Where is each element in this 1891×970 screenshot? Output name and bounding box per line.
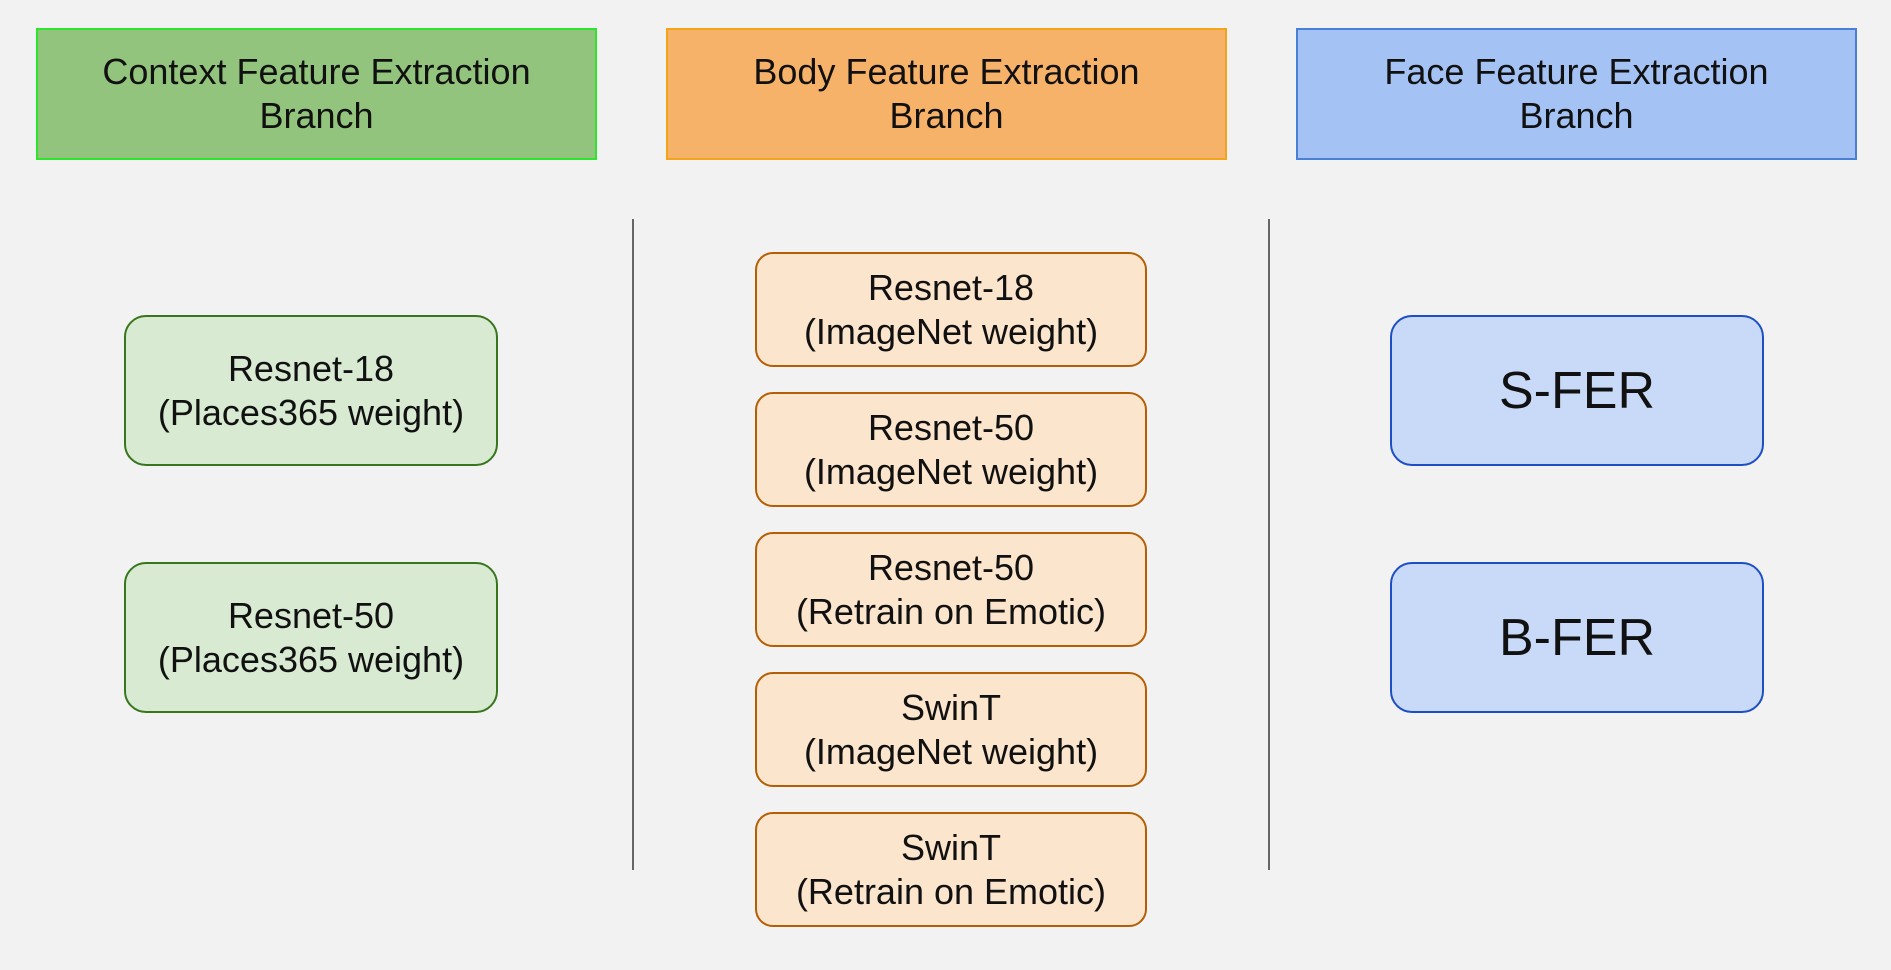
model-name: Resnet-50	[227, 594, 395, 636]
context-model-resnet50: Resnet-50 (Places365 weight)	[124, 562, 498, 713]
model-weight: (ImageNet weight)	[803, 730, 1099, 772]
model-name: Resnet-18	[227, 347, 395, 389]
face-model-s-fer: S-FER	[1390, 315, 1764, 466]
model-name: Resnet-50	[867, 406, 1035, 448]
model-name: B-FER	[1499, 608, 1655, 667]
model-name: Resnet-50	[867, 546, 1035, 588]
context-branch-title-line2: Branch	[259, 95, 374, 136]
model-name: Resnet-18	[867, 266, 1035, 308]
model-name: SwinT	[900, 686, 1002, 728]
body-model-resnet18-imagenet: Resnet-18 (ImageNet weight)	[755, 252, 1147, 367]
model-weight: (ImageNet weight)	[803, 450, 1099, 492]
body-model-swint-emotic: SwinT (Retrain on Emotic)	[755, 812, 1147, 927]
column-divider-left	[632, 219, 634, 870]
face-branch-title-line2: Branch	[1519, 95, 1634, 136]
model-name: SwinT	[900, 826, 1002, 868]
model-weight: (Retrain on Emotic)	[795, 870, 1107, 912]
body-model-resnet50-emotic: Resnet-50 (Retrain on Emotic)	[755, 532, 1147, 647]
context-model-resnet18: Resnet-18 (Places365 weight)	[124, 315, 498, 466]
face-branch-header: Face Feature Extraction Branch	[1296, 28, 1857, 160]
model-weight: (Places365 weight)	[157, 391, 465, 433]
body-branch-header: Body Feature Extraction Branch	[666, 28, 1227, 160]
context-branch-title-line1: Context Feature Extraction	[102, 51, 531, 92]
model-name: S-FER	[1499, 361, 1655, 420]
face-model-b-fer: B-FER	[1390, 562, 1764, 713]
body-model-swint-imagenet: SwinT (ImageNet weight)	[755, 672, 1147, 787]
model-weight: (Retrain on Emotic)	[795, 590, 1107, 632]
model-weight: (ImageNet weight)	[803, 310, 1099, 352]
body-branch-title-line1: Body Feature Extraction	[753, 51, 1140, 92]
body-branch-title-line2: Branch	[889, 95, 1004, 136]
context-branch-header: Context Feature Extraction Branch	[36, 28, 597, 160]
body-model-resnet50-imagenet: Resnet-50 (ImageNet weight)	[755, 392, 1147, 507]
model-weight: (Places365 weight)	[157, 638, 465, 680]
face-branch-title-line1: Face Feature Extraction	[1384, 51, 1769, 92]
column-divider-right	[1268, 219, 1270, 870]
